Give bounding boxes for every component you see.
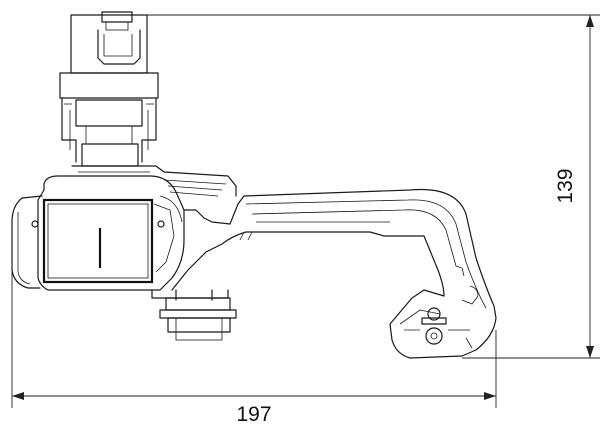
width-dimension-label: 197 xyxy=(236,403,271,426)
body-housing xyxy=(11,165,237,291)
height-dimension-label: 139 xyxy=(554,168,577,203)
shoe-mount xyxy=(151,289,237,341)
height-dimension xyxy=(147,14,600,359)
width-dimension xyxy=(11,270,497,408)
handle-grip xyxy=(171,188,497,359)
top-mount xyxy=(59,11,159,167)
